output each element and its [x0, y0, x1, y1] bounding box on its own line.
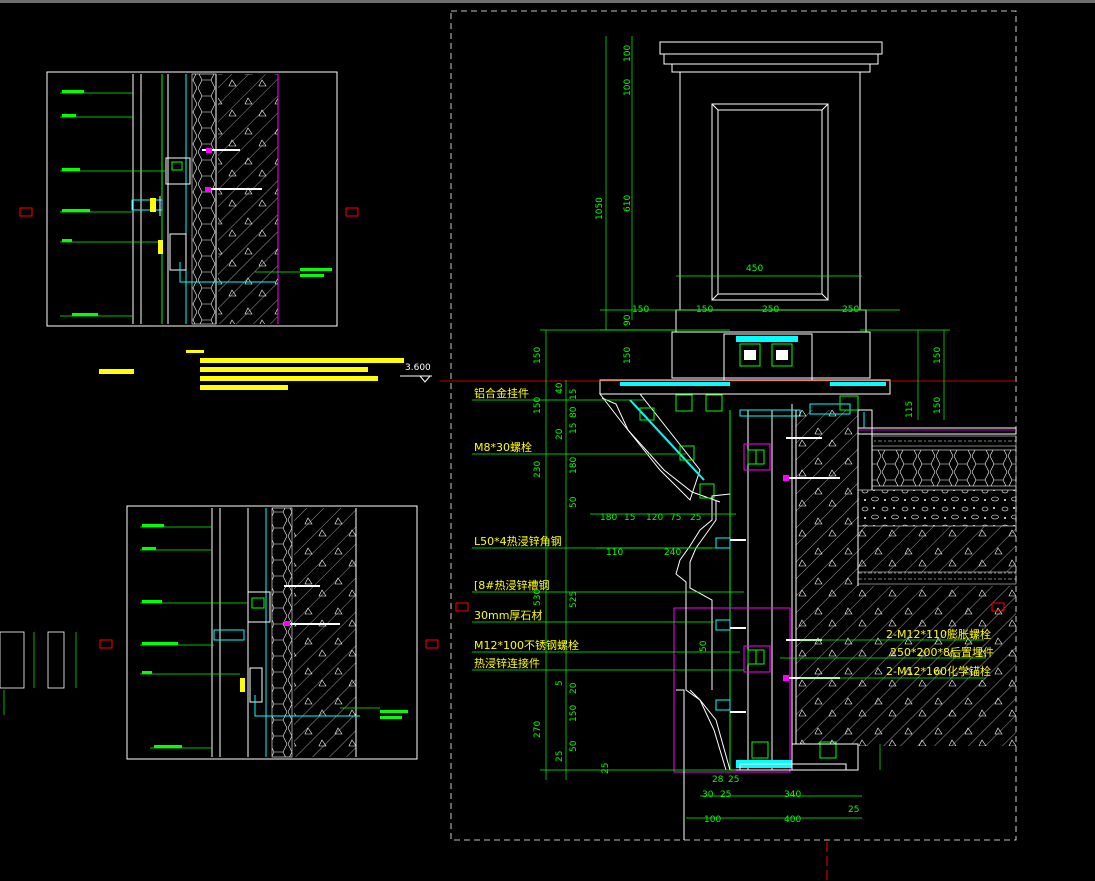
label-leaders — [472, 399, 986, 679]
dim-v: 150 — [933, 397, 943, 414]
label-connector: 热浸锌连接件 — [474, 656, 540, 670]
dim-h: 100 — [704, 815, 721, 825]
label-chemical-anchor: 2-M12*160化学锚栓 — [886, 664, 991, 678]
dim-h: 150 — [696, 305, 713, 315]
level-value: 3.600 — [405, 363, 431, 373]
dim-v: 150 — [533, 347, 543, 364]
dim-v: 25 — [601, 763, 611, 774]
dim-v: 525 — [569, 591, 579, 608]
dim-h: 25 — [728, 775, 739, 785]
label-m8-bolt: M8*30螺栓 — [474, 440, 532, 454]
dim-h: 28 — [712, 775, 724, 785]
dim-v: 115 — [905, 401, 915, 418]
dim-v: 15 — [569, 389, 579, 400]
dim-h: 110 — [606, 548, 623, 558]
dim-h: 250 — [762, 305, 779, 315]
dim-v: 150 — [623, 347, 633, 364]
material-labels: 铝合金挂件 M8*30螺栓 L50*4热浸锌角钢 [8#热浸锌槽钢 30mm厚石… — [474, 386, 994, 678]
dim-v: 25 — [555, 751, 565, 762]
dim-h: 250 — [842, 305, 859, 315]
dim-h: 120 — [646, 513, 663, 523]
roof-layers — [857, 409, 1017, 585]
dim-v: 1050 — [595, 197, 605, 220]
detail-lower-left — [0, 505, 439, 760]
dim-v: 150 — [569, 705, 579, 722]
coping-slab — [598, 379, 891, 503]
dim-v: 150 — [533, 397, 543, 414]
level-note: 3.600 — [99, 350, 432, 390]
dim-h: 340 — [784, 790, 801, 800]
dim-h: 30 — [702, 790, 714, 800]
label-channel-steel: [8#热浸锌槽钢 — [474, 578, 550, 592]
dim-v: 20 — [555, 428, 565, 440]
dim-v: 40 — [555, 382, 565, 394]
dim-v: 530 — [533, 589, 543, 606]
label-m12-bolt: M12*100不锈钢螺栓 — [474, 638, 579, 652]
dim-h: 150 — [632, 305, 649, 315]
dim-v: 50 — [569, 496, 579, 508]
dim-h: 400 — [784, 815, 801, 825]
detail-upper-left — [19, 71, 359, 327]
steel-frame — [673, 404, 801, 773]
dim-v: 90 — [623, 314, 633, 326]
label-alu-hanger: 铝合金挂件 — [474, 386, 529, 400]
main-section: 铝合金挂件 M8*30螺栓 L50*4热浸锌角钢 [8#热浸锌槽钢 30mm厚石… — [440, 10, 1017, 880]
dim-v: 610 — [623, 195, 633, 212]
dim-h: 25 — [690, 513, 701, 523]
dim-v: 50 — [699, 640, 709, 652]
dim-v: 150 — [933, 347, 943, 364]
label-angle-steel: L50*4热浸锌角钢 — [474, 534, 562, 548]
dim-v: 100 — [623, 79, 633, 96]
dim-v: 20 — [569, 682, 579, 694]
dimension-values: 100 100 610 1050 90 150 150 40 150 15 80… — [533, 45, 943, 825]
dim-h: 15 — [624, 513, 635, 523]
baluster-column — [659, 41, 883, 381]
label-expansion-bolt: 2-M12*110膨胀螺栓 — [886, 627, 991, 641]
dimension-lines — [540, 36, 950, 819]
label-stone: 30mm厚石材 — [474, 608, 542, 622]
dim-v: 15 — [569, 423, 579, 434]
dim-h: 240 — [664, 548, 681, 558]
dim-h: 25 — [720, 790, 731, 800]
window-top-border — [0, 0, 1095, 3]
dim-v: 5 — [555, 680, 565, 686]
label-embedded-plate: 250*200*8后置埋件 — [890, 646, 994, 659]
dim-h: 25 — [848, 805, 859, 815]
dim-v: 50 — [569, 740, 579, 752]
dim-h: 180 — [600, 513, 617, 523]
dim-v: 230 — [533, 461, 543, 478]
dim-v: 270 — [533, 721, 543, 738]
dim-v: 100 — [623, 45, 633, 62]
dim-v: 80 — [569, 406, 579, 418]
dim-h: 75 — [670, 513, 681, 523]
dim-v: 180 — [569, 457, 579, 474]
concrete-wall — [783, 395, 1016, 771]
dim-h: 450 — [746, 264, 763, 274]
stone-facade — [675, 493, 847, 840]
